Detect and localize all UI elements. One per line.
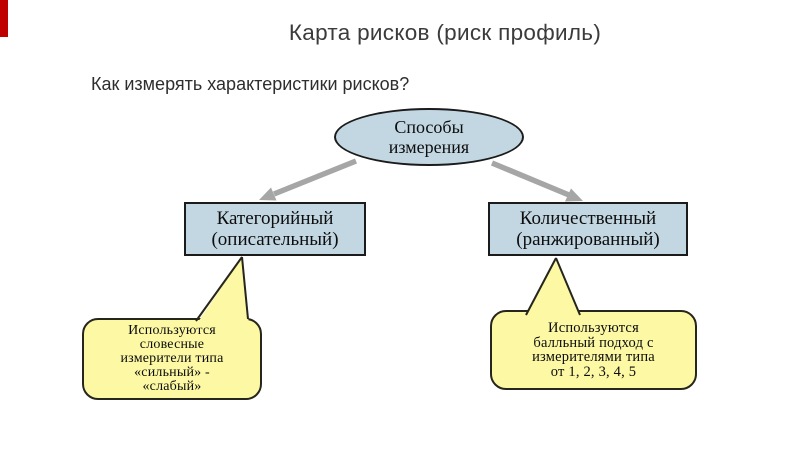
callout-categorical-line-2: словесные: [139, 337, 205, 352]
arrow-to-quantitative: [490, 160, 583, 202]
arrow-to-categorical: [259, 158, 358, 201]
callout-categorical-note: Используются словесные измерители типа «…: [82, 318, 262, 400]
branch-quantitative-line-1: Количественный: [519, 208, 657, 229]
callout-categorical-line-3: измерители типа: [120, 351, 224, 366]
branch-categorical-line-2: (описательный): [211, 229, 339, 250]
root-node-line-1: Способы: [394, 117, 464, 137]
branch-quantitative-box: Количественный (ранжированный): [488, 202, 688, 256]
callout-categorical-line-1: Используются: [128, 323, 216, 338]
callout-quantitative-line-4: от 1, 2, 3, 4, 5: [550, 363, 637, 380]
root-node-measurement-methods: Способы измерения: [334, 108, 524, 166]
callout-categorical-line-5: «слабый»: [142, 379, 202, 394]
branch-categorical-box: Категорийный (описательный): [184, 202, 366, 256]
question-text: Как измерять характеристики рисков?: [91, 74, 410, 94]
branch-categorical-line-1: Категорийный: [216, 208, 334, 229]
root-node-line-2: измерения: [388, 137, 470, 157]
callout-quantitative-note: Используются балльный подход с измерител…: [490, 310, 697, 390]
slide-title: Карта рисков (риск профиль): [288, 20, 602, 45]
callout-quantitative-line-3: измерителями типа: [532, 349, 655, 365]
callout-quantitative-line-2: балльный подход с: [533, 334, 654, 351]
red-accent-bar: [0, 0, 8, 37]
callout-categorical-line-4: «сильный» -: [134, 365, 210, 380]
branch-quantitative-line-2: (ранжированный): [516, 229, 660, 250]
callout-quantitative-line-1: Используются: [548, 320, 639, 336]
